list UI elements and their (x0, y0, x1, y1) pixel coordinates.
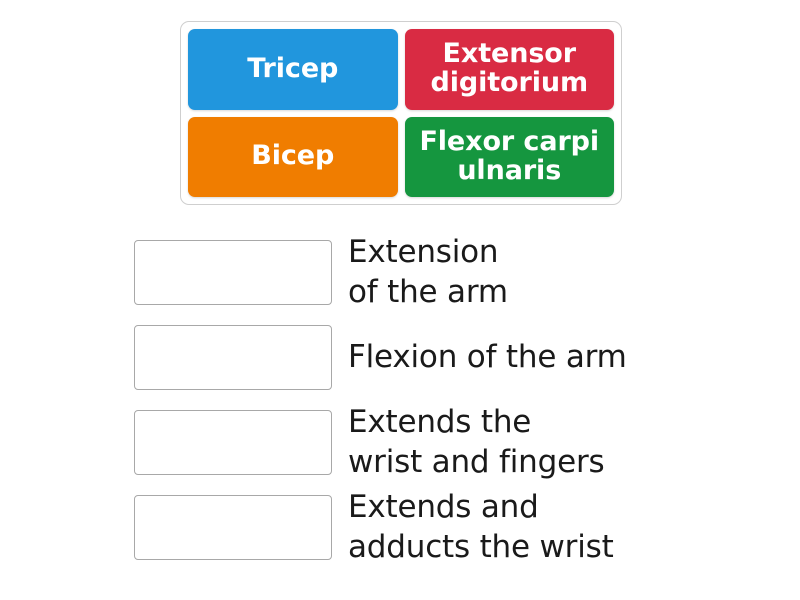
tile-label: Extensor digitorium (430, 38, 589, 99)
answer-row: Extends the wrist and fingers (134, 404, 734, 480)
drop-zone-flexion-of-the-arm[interactable] (134, 325, 332, 390)
answer-label: Extension of the arm (348, 234, 508, 310)
drop-zone-extends-and-adducts-wrist[interactable] (134, 495, 332, 560)
answer-row: Extends and adducts the wrist (134, 489, 734, 565)
drop-zone-extends-wrist-and-fingers[interactable] (134, 410, 332, 475)
tile-extensor-digitorium[interactable]: Extensor digitorium (404, 29, 614, 110)
tile-label: Tricep (247, 52, 339, 84)
answer-label: Flexion of the arm (348, 338, 627, 375)
tile-tricep[interactable]: Tricep (188, 29, 398, 110)
tile-flexor-carpi-ulnaris[interactable]: Flexor carpi ulnaris (404, 116, 614, 197)
answer-list: Extension of the arm Flexion of the arm … (134, 234, 734, 565)
tile-label: Bicep (251, 140, 335, 172)
answer-row: Flexion of the arm (134, 325, 734, 390)
drop-zone-extension-of-the-arm[interactable] (134, 240, 332, 305)
answer-label: Extends the wrist and fingers (348, 404, 605, 480)
tile-label: Flexor carpi ulnaris (419, 125, 600, 186)
answer-label: Extends and adducts the wrist (348, 489, 614, 565)
tile-grid: Tricep Extensor digitorium Bicep Flexor … (188, 29, 614, 197)
tile-bank-card: Tricep Extensor digitorium Bicep Flexor … (180, 21, 622, 205)
answer-row: Extension of the arm (134, 234, 734, 310)
tile-bicep[interactable]: Bicep (188, 116, 398, 197)
